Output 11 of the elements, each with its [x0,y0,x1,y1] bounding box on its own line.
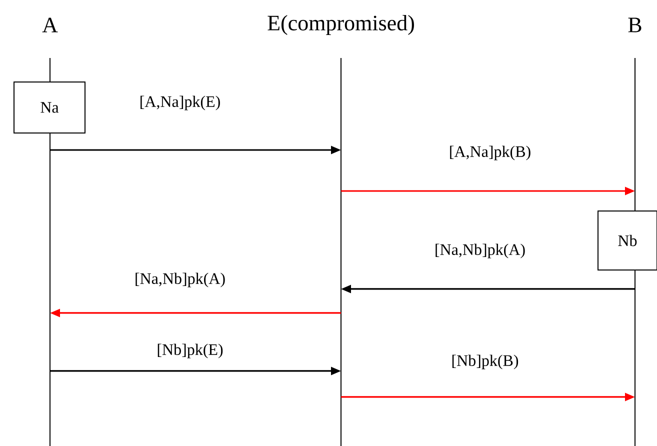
edge-label: [A,Na]pk(E) [138,94,222,112]
lifeline-heading: E(compromised) [268,15,414,35]
edge-label: [Nb]pk(B) [450,354,520,370]
edge-label: [A,Na]pk(B) [448,144,532,162]
edge-label: [Nb]pk(E) [156,342,224,360]
lifeline-heading: A [42,18,58,32]
edge-label: [Na,Nb]pk(A) [133,272,227,288]
nonce-box: Na [14,82,86,134]
edge-label: [Na,Nb]pk(A) [433,242,527,260]
lifeline-heading: B [628,18,642,32]
nonce-box: Nb [598,210,657,270]
